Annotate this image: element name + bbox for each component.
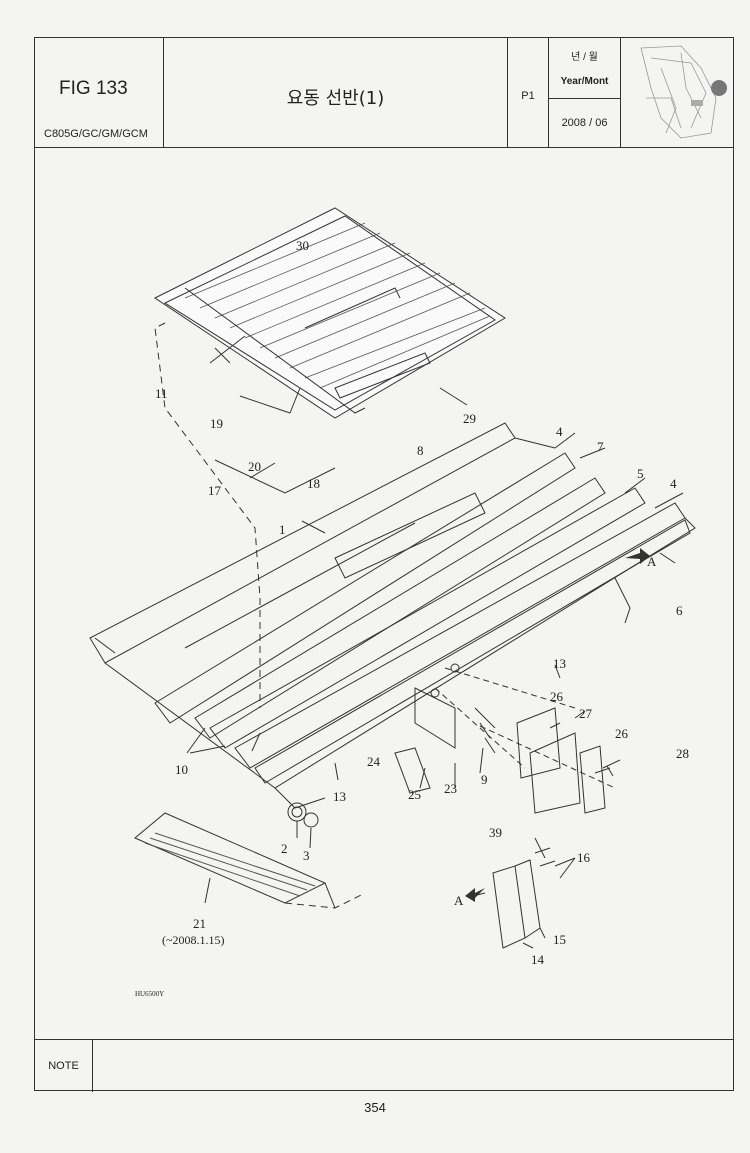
callout-30: 30 <box>296 238 309 253</box>
callout-5: 5 <box>637 466 644 481</box>
fig-cell: FIG 133 C805G/GC/GM/GCM <box>35 38 164 147</box>
callout-16: 16 <box>577 850 591 865</box>
callout-8: 8 <box>417 443 424 458</box>
header-block: FIG 133 C805G/GC/GM/GCM 요동 선반(1) P1 년 / … <box>35 38 733 148</box>
callout-4a: 4 <box>556 424 563 439</box>
revision-date: 2008 / 06 <box>561 117 608 129</box>
callout-7: 7 <box>597 439 604 454</box>
callout-2: 2 <box>281 841 288 856</box>
callout-28: 28 <box>676 746 689 761</box>
callout-10: 10 <box>175 762 188 777</box>
thumbnail-cell <box>621 38 733 147</box>
machine-thumbnail <box>640 45 727 139</box>
callout-13a: 13 <box>553 656 566 671</box>
callout-25: 25 <box>408 787 421 802</box>
callout-24: 24 <box>367 754 381 769</box>
title-cell: 요동 선반(1) <box>164 38 508 147</box>
callout-26b: 26 <box>615 726 629 741</box>
note-row: NOTE <box>35 1039 733 1092</box>
callout-29: 29 <box>463 411 476 426</box>
model-codes: C805G/GC/GM/GCM <box>44 128 148 140</box>
exploded-parts-diagram: 30 11 29 19 20 17 18 8 4 7 5 4 1 A 6 13 … <box>89 207 696 998</box>
drawing-code: HU6500Y <box>135 990 164 998</box>
callout-4b: 4 <box>670 476 677 491</box>
callout-13b: 13 <box>333 789 346 804</box>
callout-26a: 26 <box>550 689 564 704</box>
callout-14: 14 <box>531 952 545 967</box>
page-title: 요동 선반(1) <box>286 88 385 109</box>
callout-6: 6 <box>676 603 683 618</box>
callout-18: 18 <box>307 476 320 491</box>
callout-9: 9 <box>481 772 488 787</box>
callout-3: 3 <box>303 848 310 863</box>
callout-39: 39 <box>489 825 502 840</box>
callout-19: 19 <box>210 416 223 431</box>
page-code: P1 <box>521 90 535 102</box>
view-marker-a-bottom: A <box>454 893 464 908</box>
callout-23: 23 <box>444 781 457 796</box>
callout-15: 15 <box>553 932 566 947</box>
note-label: NOTE <box>35 1040 93 1092</box>
parts-sheet: FIG 133 C805G/GC/GM/GCM 요동 선반(1) P1 년 / … <box>34 37 734 1092</box>
view-marker-a-top: A <box>647 554 657 569</box>
callout-20: 20 <box>248 459 261 474</box>
callout-11: 11 <box>155 386 168 401</box>
date-cell: 년 / 월 Year/Mont 2008 / 06 <box>549 38 621 147</box>
year-month-en: Year/Mont <box>560 76 609 87</box>
year-month-ko: 년 / 월 <box>571 52 598 63</box>
callout-21-note: (~2008.1.15) <box>162 933 224 947</box>
fig-label: FIG 133 <box>59 78 128 99</box>
page-number: 354 <box>364 1100 386 1115</box>
callout-21: 21 <box>193 916 206 931</box>
callout-1: 1 <box>279 522 286 537</box>
callout-27: 27 <box>579 706 593 721</box>
page-code-cell: P1 <box>508 38 549 147</box>
callout-17: 17 <box>208 483 222 498</box>
